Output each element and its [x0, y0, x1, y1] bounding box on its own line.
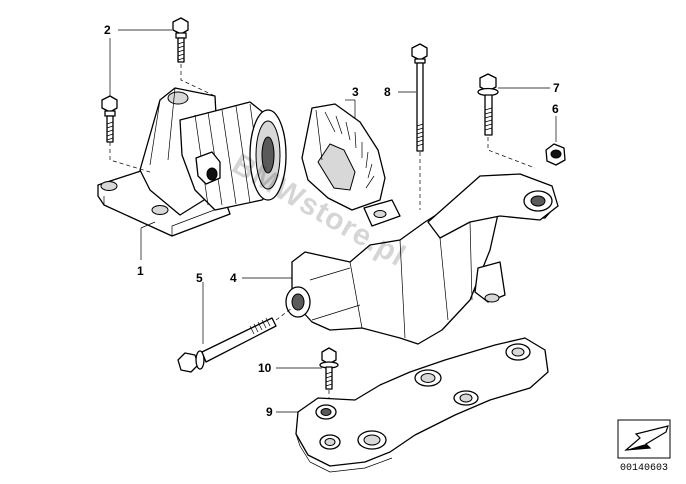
part-10-bolt — [276, 347, 339, 408]
part-9-lower-plate — [276, 337, 549, 473]
part-8-long-bolt — [398, 43, 428, 210]
part-3-heat-shield — [301, 99, 386, 211]
callout-6: 6 — [552, 102, 559, 116]
callout-7: 7 — [553, 81, 560, 95]
callout-3: 3 — [352, 85, 359, 99]
part-5-long-bolt — [177, 282, 293, 373]
part-1-engine-mount — [97, 87, 287, 260]
callout-1: 1 — [137, 264, 144, 278]
callout-2: 2 — [104, 23, 111, 37]
callout-labels: 2 1 3 8 7 6 4 5 10 9 — [104, 23, 560, 419]
reference-number: 00140603 — [620, 463, 668, 474]
part-6-nut — [545, 116, 566, 166]
part-2-bolts — [101, 17, 216, 173]
callout-4: 4 — [230, 271, 237, 285]
callout-8: 8 — [384, 85, 391, 99]
callout-10: 10 — [258, 361, 272, 375]
next-page-arrow-box[interactable] — [617, 419, 671, 459]
callout-5: 5 — [196, 271, 203, 285]
arrow-down-left-icon — [624, 425, 669, 451]
part-4-bracket — [242, 173, 559, 345]
part-7-bolt — [477, 73, 550, 169]
callout-9: 9 — [266, 405, 273, 419]
